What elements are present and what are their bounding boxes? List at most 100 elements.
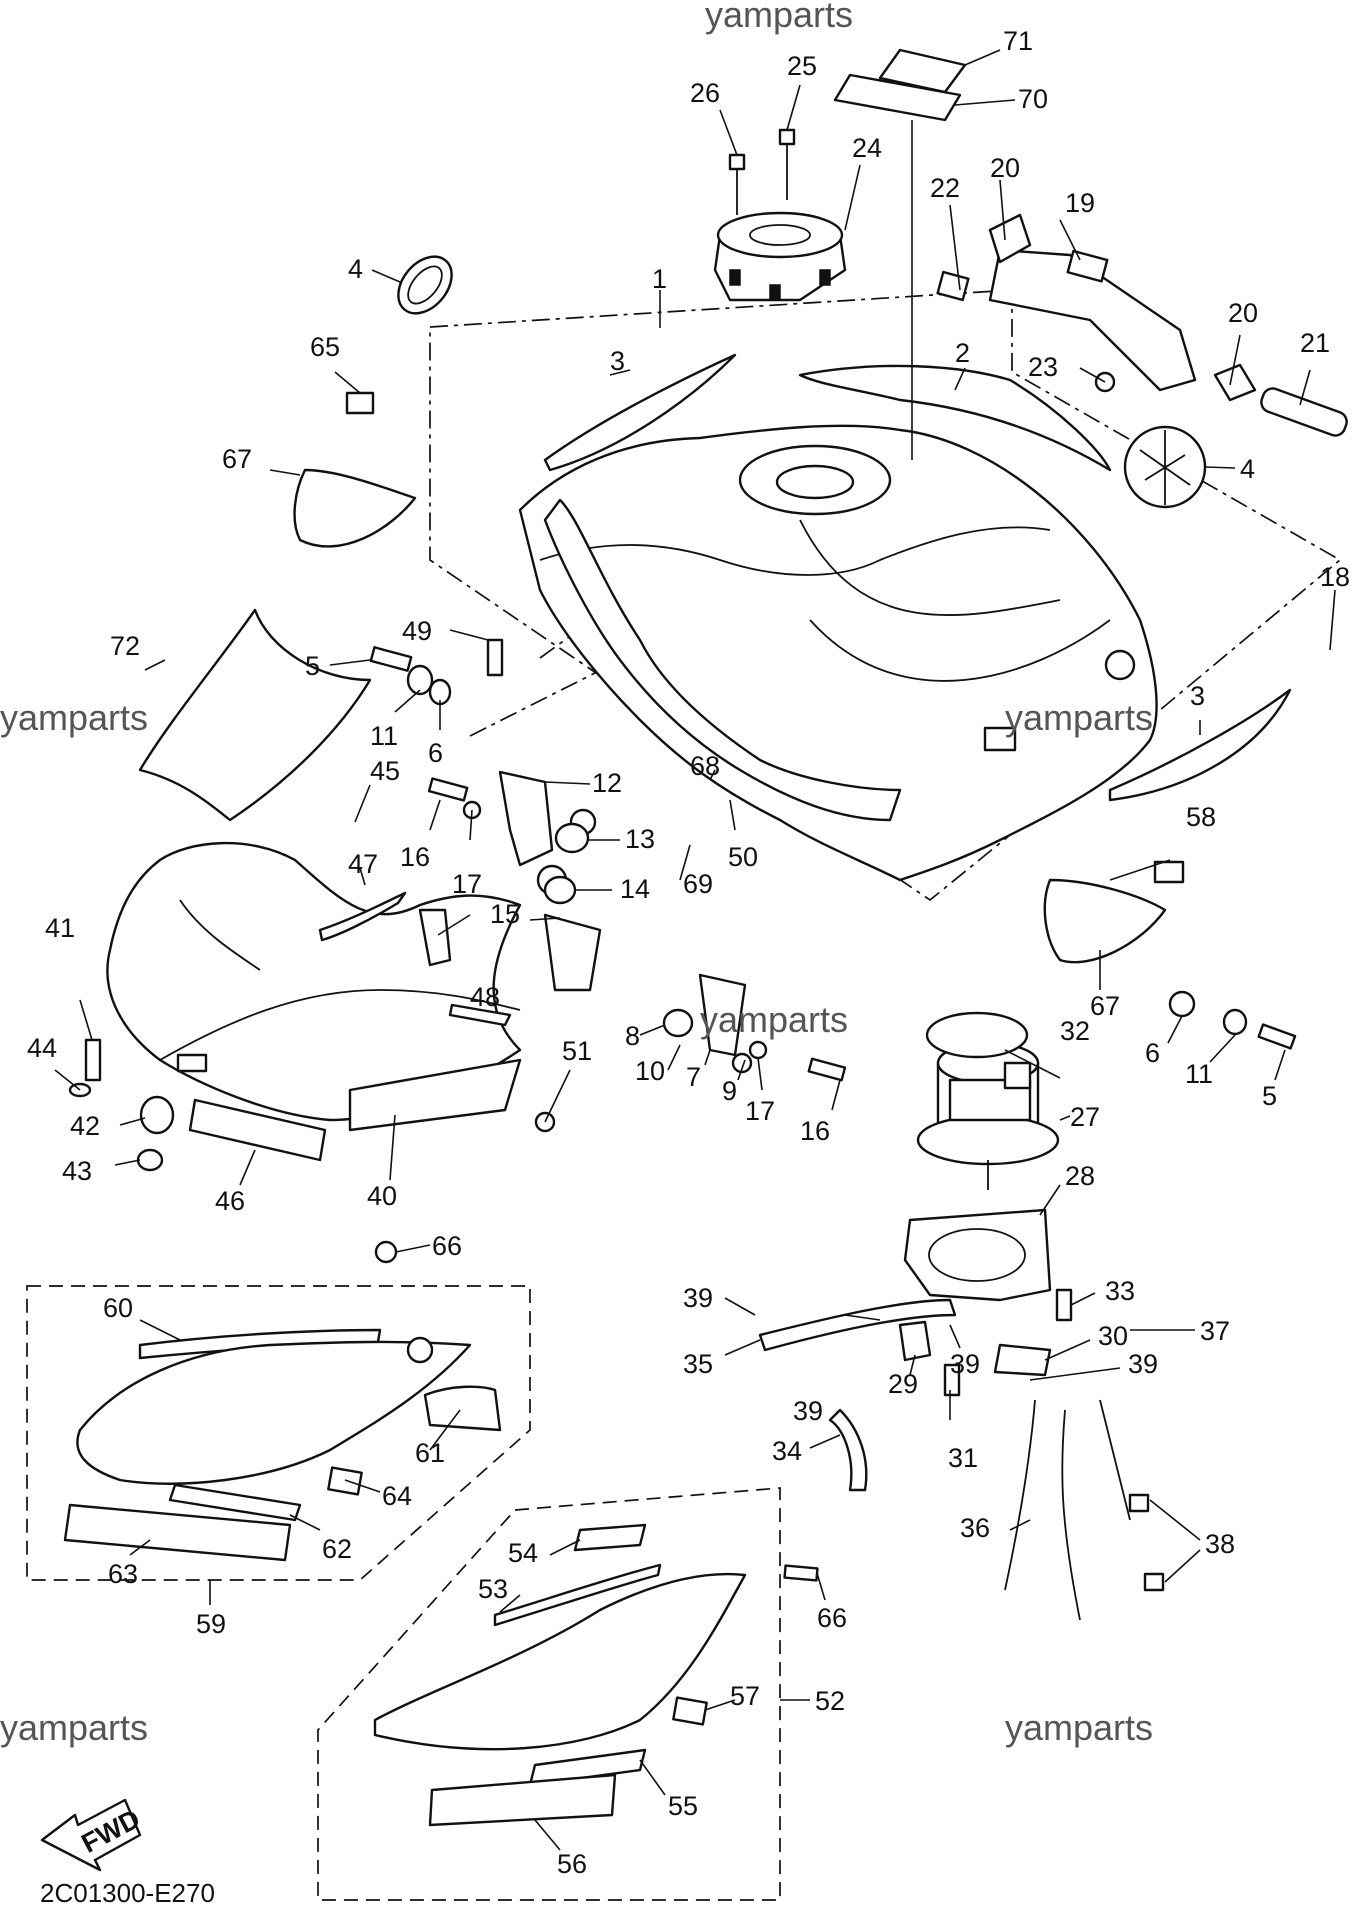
callout-55: 55 [668,1791,698,1821]
callout-19: 19 [1065,188,1095,218]
callout-29: 29 [888,1369,918,1399]
pad-55 [528,1748,647,1787]
callout-26: 26 [690,78,720,108]
callout-66-right: 66 [817,1603,847,1633]
decal-3-left [543,353,737,472]
fitting-30 [993,1343,1052,1377]
callout-28: 28 [1065,1161,1095,1191]
callout-12: 12 [592,768,622,798]
callout-48: 48 [470,982,500,1012]
callout-72: 72 [110,631,140,661]
callout-64: 64 [382,1481,412,1511]
callout-20-top: 20 [990,153,1020,183]
callout-10: 10 [635,1056,665,1086]
tag-22 [936,270,970,302]
callout-22: 22 [930,173,960,203]
callout-2: 2 [955,338,970,368]
cowl-lower [76,1340,472,1485]
callout-4-left: 4 [348,254,363,284]
callout-11-left: 11 [370,721,398,751]
pad-64 [327,1466,363,1496]
callout-69: 69 [683,869,713,899]
callout-14: 14 [620,874,650,904]
callout-16-left: 16 [400,842,430,872]
plate-28 [903,1208,1052,1302]
callout-39-b: 39 [950,1349,980,1379]
bolt-5-left [369,646,413,672]
callout-65: 65 [310,332,340,362]
callout-7: 7 [686,1062,701,1092]
filler-cap [713,211,847,302]
callout-8: 8 [625,1021,640,1051]
grommet-43 [136,1148,164,1172]
callout-20-right: 20 [1228,298,1258,328]
cowl-group-boundary [26,1285,531,1581]
bracket-15 [543,913,602,992]
callout-17-right: 17 [745,1096,775,1126]
callout-58: 58 [1186,802,1216,832]
callout-32: 32 [1060,1016,1090,1046]
callout-53: 53 [478,1574,508,1604]
callout-34: 34 [772,1436,802,1466]
callout-67-right: 67 [1090,991,1120,1021]
duct-46 [188,1098,327,1162]
callout-5-right: 5 [1262,1081,1277,1111]
callout-45: 45 [370,756,400,786]
callout-5-left: 5 [305,651,320,681]
callout-25: 25 [787,51,817,81]
grommet-42 [139,1095,175,1135]
hose-36 [1004,1399,1036,1591]
callout-66-left: 66 [432,1231,462,1261]
strip-47 [318,891,407,942]
strip-48 [418,908,452,967]
callout-9: 9 [722,1076,737,1106]
callout-1: 1 [652,264,667,294]
leader-lines [54,49,1336,1851]
callout-36: 36 [960,1513,990,1543]
clip-57 [672,1696,708,1726]
clip-58 [1153,860,1185,884]
clip-38a [1128,1493,1150,1513]
decal-2 [798,364,1112,472]
pad-54 [573,1523,647,1552]
hose-37 [1099,1399,1131,1521]
callout-18: 18 [1320,562,1350,592]
callout-3-right: 3 [1190,681,1205,711]
callout-15: 15 [490,899,520,929]
callout-50: 50 [728,842,758,872]
callout-24: 24 [852,133,882,163]
bolt-49 [486,638,504,677]
bolt-66-right [783,1564,819,1582]
callout-17-left: 17 [452,869,482,899]
side-cover-group-boundary [317,1487,781,1901]
side-cover-67-left [293,468,417,548]
pad-61 [423,1385,502,1432]
decal-3-right [1108,688,1292,802]
pad-56 [428,1773,617,1827]
callout-6-left: 6 [428,738,443,768]
callout-33: 33 [1105,1276,1135,1306]
callout-54: 54 [508,1538,538,1568]
bracket-7 [698,973,747,1057]
bolt-5-right [1257,1023,1297,1050]
callout-13: 13 [625,824,655,854]
callout-40: 40 [367,1181,397,1211]
fuel-tank [518,424,1158,882]
callout-3-top: 3 [610,346,625,376]
callout-35: 35 [683,1349,713,1379]
callout-57: 57 [730,1681,760,1711]
callout-51: 51 [562,1036,592,1066]
callout-67-left: 67 [222,444,252,474]
strip-53 [493,1563,662,1627]
callout-labels: 71 70 26 25 24 22 20 19 4 1 3 2 23 20 21… [27,26,1350,1879]
callout-70: 70 [1018,84,1048,114]
callout-59: 59 [196,1609,226,1639]
callout-60: 60 [103,1293,133,1323]
bolt-33 [1055,1288,1073,1322]
side-cover-group-52 [373,1523,819,1827]
callout-44: 44 [27,1033,57,1063]
o-ring-32 [925,1011,1029,1059]
callout-52: 52 [815,1686,845,1716]
callout-27: 27 [1070,1102,1100,1132]
